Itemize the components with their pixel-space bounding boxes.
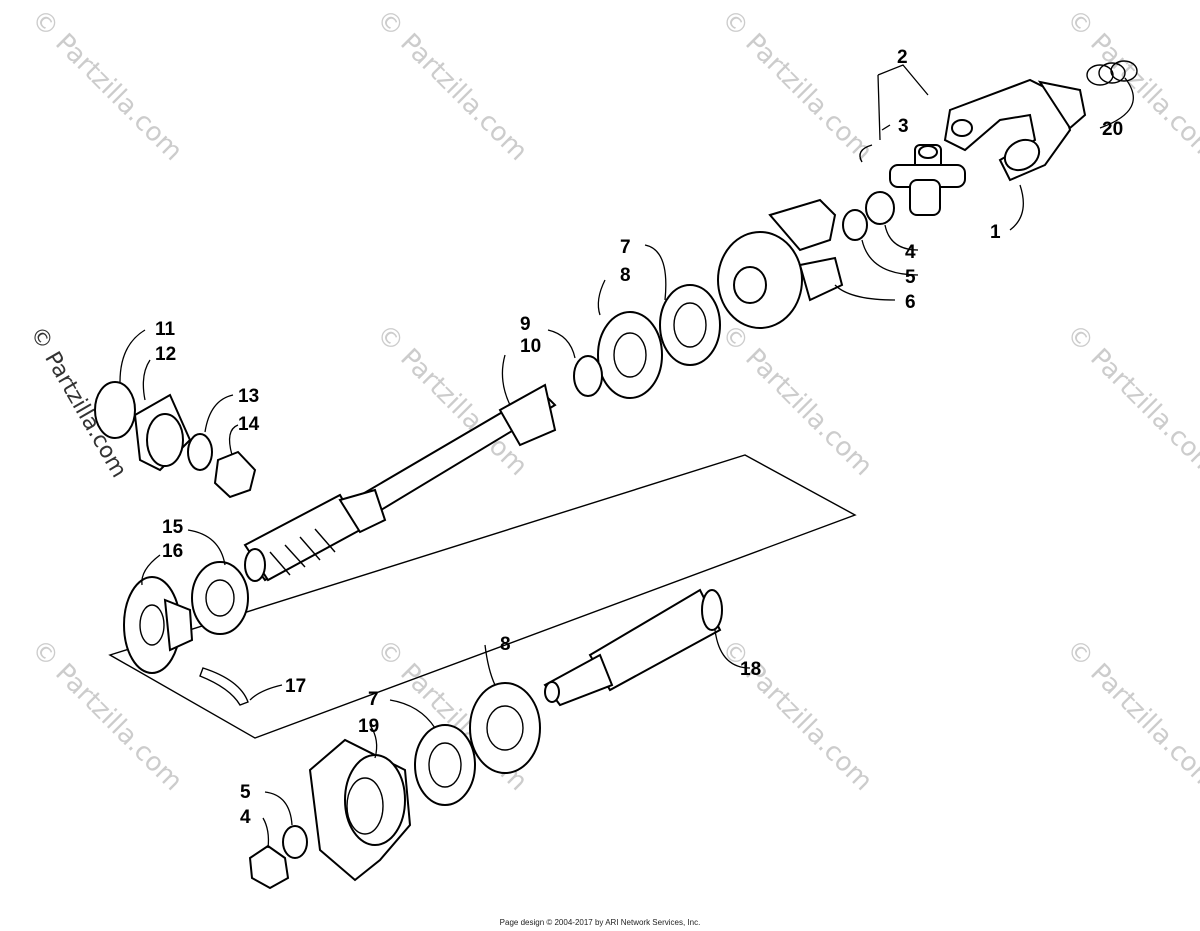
bearing-part-15 bbox=[191, 561, 249, 635]
callout-3: 3 bbox=[898, 116, 909, 137]
callout-17: 17 bbox=[285, 676, 306, 697]
u-joint-cross-part-2 bbox=[889, 144, 966, 216]
callout-14: 14 bbox=[238, 414, 260, 435]
ring-gear-part-16 bbox=[123, 576, 194, 674]
callout-5: 5 bbox=[905, 267, 916, 288]
drive-shaft bbox=[243, 383, 557, 582]
washer-part-13 bbox=[187, 433, 213, 471]
callout-labels: 1 2 3 4 5 6 7 8 9 10 11 12 13 14 15 16 1… bbox=[155, 47, 1123, 828]
washer-part-5 bbox=[842, 209, 868, 241]
callout-6: 6 bbox=[905, 292, 916, 313]
pinion-gear-part-12 bbox=[133, 393, 192, 472]
bearing-part-8-lower bbox=[469, 682, 541, 774]
spring-part-20 bbox=[1086, 60, 1138, 86]
callout-16: 16 bbox=[162, 541, 183, 562]
shim-part-11 bbox=[94, 381, 136, 439]
bearing-part-15-inner bbox=[205, 579, 235, 617]
bearing-housing-part-19 bbox=[308, 738, 412, 882]
seal-part-7 bbox=[659, 284, 721, 366]
watermark: © Partzilla.com bbox=[1060, 634, 1200, 797]
nut-part-4 bbox=[865, 191, 895, 225]
snap-ring-part-17 bbox=[199, 667, 249, 706]
nut-part-14 bbox=[213, 450, 257, 499]
callout-18: 18 bbox=[740, 659, 761, 680]
callout-15: 15 bbox=[162, 517, 184, 538]
subassembly-boundary bbox=[108, 454, 857, 739]
callout-5-lower: 5 bbox=[240, 782, 251, 803]
washer-part-9 bbox=[573, 355, 603, 397]
leader-lines bbox=[119, 64, 1134, 849]
callout-11: 11 bbox=[155, 319, 176, 340]
callout-7-lower: 7 bbox=[368, 689, 379, 710]
callout-8: 8 bbox=[620, 265, 631, 286]
yoke-part-1 bbox=[943, 78, 1087, 182]
seal-part-7-lower bbox=[414, 724, 476, 806]
flange-yoke-part-6 bbox=[717, 198, 844, 329]
callout-7: 7 bbox=[620, 237, 631, 258]
seal-part-7-lower-inner bbox=[428, 742, 462, 788]
output-shaft-part-18 bbox=[543, 588, 723, 707]
bearing-part-8 bbox=[597, 311, 663, 399]
callout-10: 10 bbox=[520, 336, 541, 357]
washer-part-5-lower bbox=[282, 825, 308, 859]
callout-4-lower: 4 bbox=[240, 807, 251, 828]
callout-2: 2 bbox=[897, 47, 908, 68]
callout-19: 19 bbox=[358, 716, 379, 737]
watermark: © Partzilla.com bbox=[370, 4, 533, 167]
nut-part-4-lower bbox=[248, 844, 290, 890]
watermark: © Partzilla.com bbox=[715, 4, 878, 167]
bearing-part-8-lower-inner bbox=[486, 705, 524, 751]
callout-12: 12 bbox=[155, 344, 176, 365]
callout-13: 13 bbox=[238, 386, 259, 407]
callout-8-lower: 8 bbox=[500, 634, 511, 655]
callout-9: 9 bbox=[520, 314, 531, 335]
seal-part-7-inner bbox=[673, 302, 707, 348]
watermark: © Partzilla.com bbox=[25, 4, 188, 167]
footer-copyright: Page design © 2004-2017 by ARI Network S… bbox=[499, 918, 701, 927]
callout-20: 20 bbox=[1102, 119, 1123, 140]
snap-ring-part-3 bbox=[859, 144, 873, 163]
watermark: © Partzilla.com bbox=[1060, 319, 1200, 482]
bearing-part-8-inner bbox=[613, 332, 647, 378]
callout-1: 1 bbox=[990, 222, 1001, 243]
callout-4: 4 bbox=[905, 242, 916, 263]
